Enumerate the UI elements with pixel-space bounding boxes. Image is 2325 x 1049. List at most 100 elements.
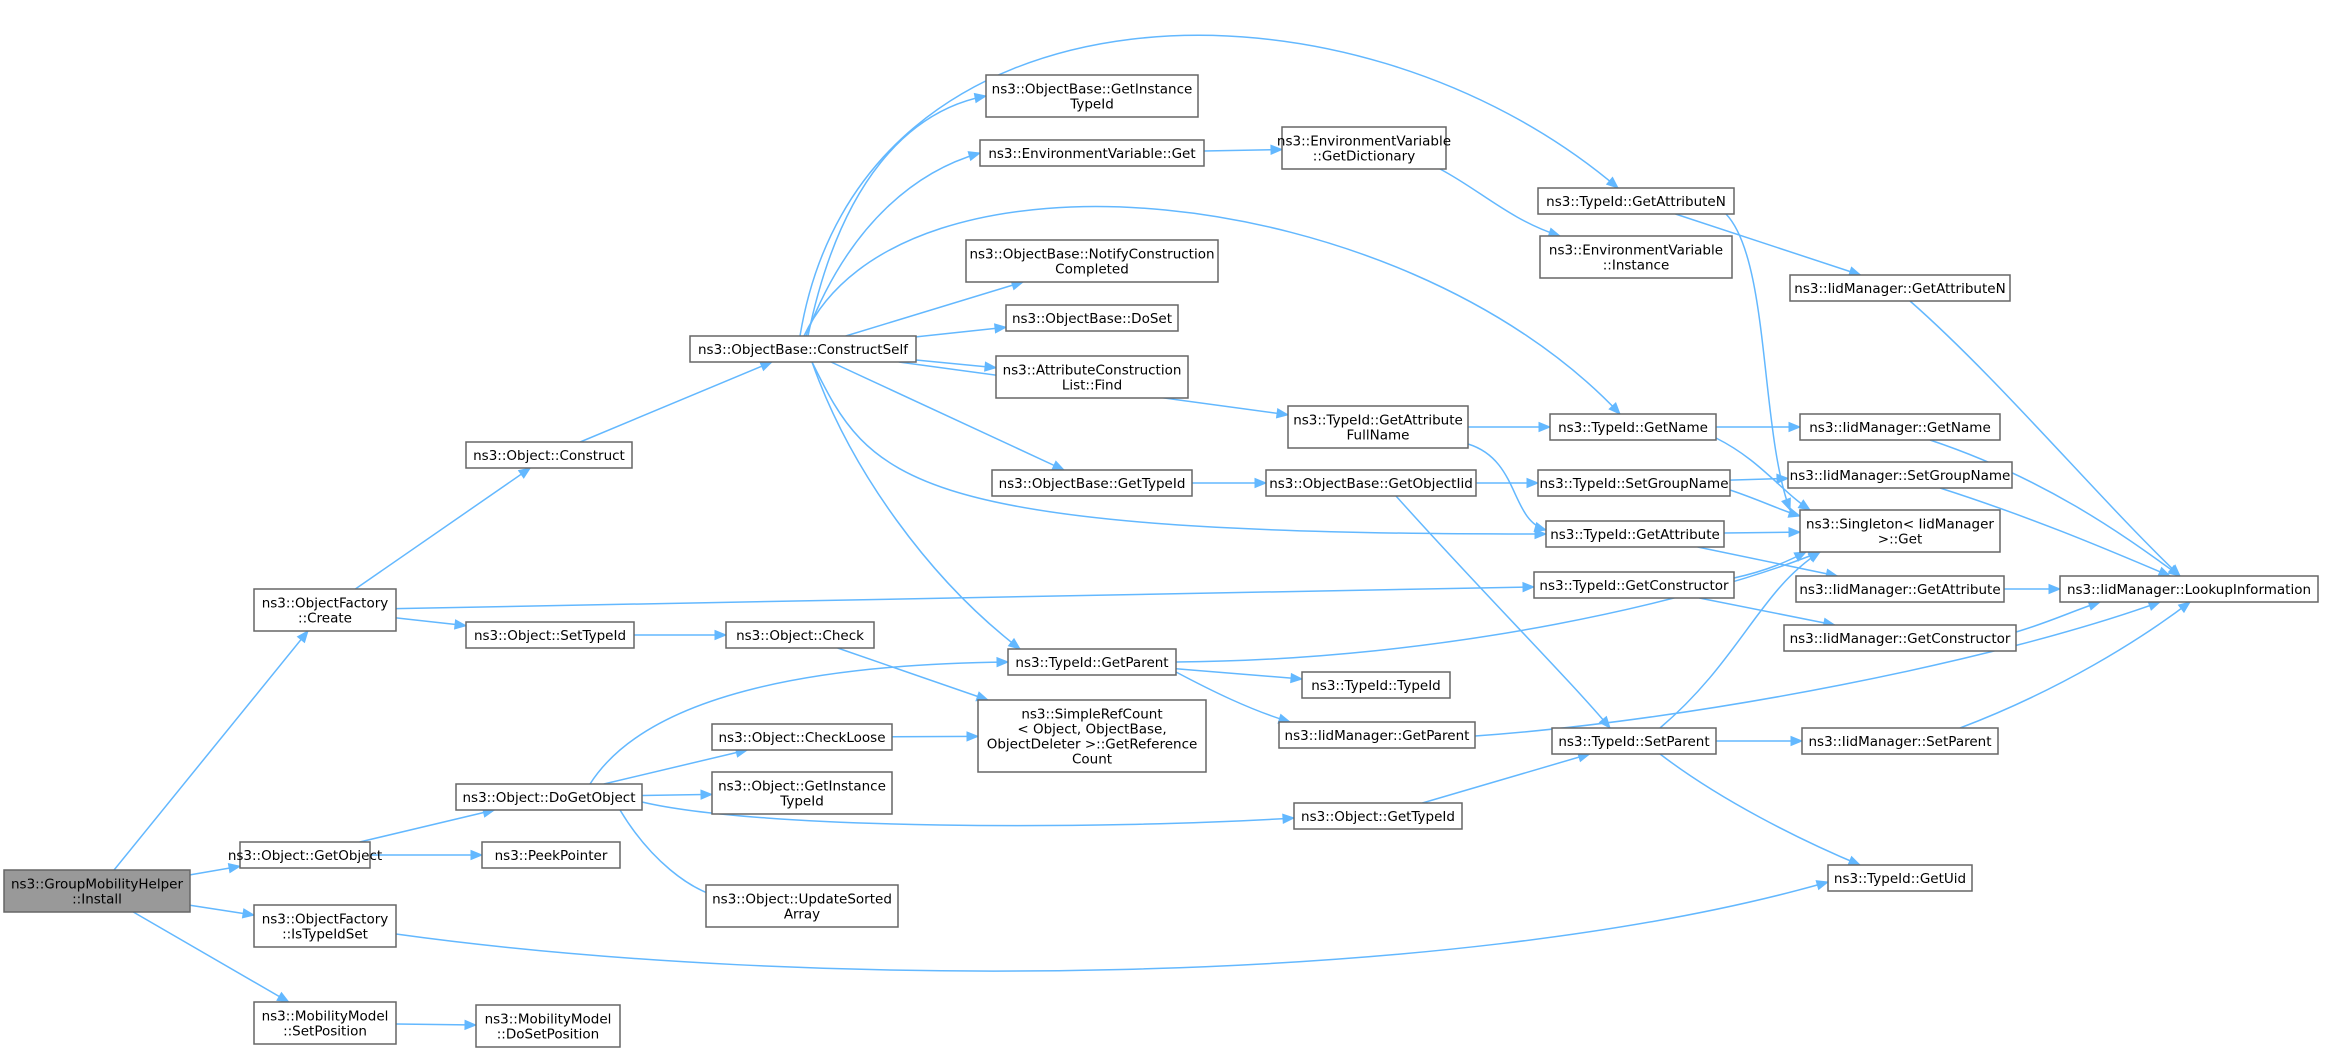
node-label: ::SetPosition	[283, 1024, 367, 1040]
edge-iid_getconstructor-to-lookupinformation	[2015, 600, 2102, 633]
node-dosetposition[interactable]: ns3::MobilityModel::DoSetPosition	[475, 1004, 621, 1048]
node-obj_gettypeid[interactable]: ns3::Object::GetTypeId	[1293, 802, 1463, 830]
node-label: ns3::AttributeConstruction	[1003, 363, 1182, 379]
node-label: ns3::EnvironmentVariable	[1549, 243, 1723, 259]
node-box	[1005, 304, 1179, 332]
arrowhead-icon	[1787, 507, 1802, 518]
node-label: ns3::TypeId::TypeId	[1311, 678, 1441, 694]
node-ob_gettypeid[interactable]: ns3::ObjectBase::GetTypeId	[991, 469, 1193, 497]
edges	[113, 34, 2192, 1031]
edge-line	[395, 586, 1535, 610]
edge-line	[589, 661, 1009, 785]
node-lookupinformation[interactable]: ns3::IidManager::LookupInformation	[2059, 575, 2319, 603]
node-setgroupname[interactable]: ns3::TypeId::SetGroupName	[1537, 469, 1731, 497]
node-label: ns3::Object::GetTypeId	[1301, 809, 1455, 825]
node-peekpointer[interactable]: ns3::PeekPointer	[481, 841, 621, 869]
node-getobjectiid[interactable]: ns3::ObjectBase::GetObjectIid	[1265, 469, 1477, 497]
arrowhead-icon	[1282, 813, 1296, 824]
node-getobject[interactable]: ns3::Object::GetObject	[228, 841, 382, 869]
edge-line	[915, 326, 1007, 338]
node-iid_setgroupname[interactable]: ns3::IidManager::SetGroupName	[1787, 461, 2013, 489]
node-box	[1795, 575, 2005, 603]
node-envget[interactable]: ns3::EnvironmentVariable::Get	[979, 139, 1205, 167]
arrowhead-icon	[966, 731, 980, 742]
node-getattributen[interactable]: ns3::TypeId::GetAttributeN	[1537, 187, 1735, 215]
node-istypeidset[interactable]: ns3::ObjectFactory::IsTypeIdSet	[253, 904, 397, 948]
node-iid_setparent[interactable]: ns3::IidManager::SetParent	[1801, 727, 1999, 755]
arrowhead-icon	[1522, 581, 1536, 593]
node-install[interactable]: ns3::GroupMobilityHelper::Install	[3, 869, 191, 913]
node-dogetobject[interactable]: ns3::Object::DoGetObject	[455, 783, 643, 811]
node-iid_getconstructor[interactable]: ns3::IidManager::GetConstructor	[1783, 624, 2017, 652]
node-simplerefcount[interactable]: ns3::SimpleRefCount< Object, ObjectBase,…	[977, 699, 1207, 773]
node-label: ns3::IidManager::SetParent	[1809, 734, 1992, 750]
edge-install-to-setposition	[132, 911, 290, 1003]
node-box	[455, 783, 643, 811]
node-box	[465, 441, 633, 469]
node-box	[1007, 648, 1177, 676]
arrowhead-icon	[1788, 421, 1802, 433]
edge-getattributen-to-singleton_get	[1725, 213, 1791, 512]
node-iid_getattributen[interactable]: ns3::IidManager::GetAttributeN	[1789, 274, 2011, 302]
node-label: ns3::IidManager::SetGroupName	[1790, 468, 2011, 484]
node-label: Array	[784, 907, 820, 923]
arrowhead-icon	[1608, 402, 1621, 415]
arrowhead-icon	[1807, 551, 1822, 563]
edge-create-to-settypeid	[395, 617, 468, 630]
node-create[interactable]: ns3::ObjectFactory::Create	[253, 588, 397, 632]
node-getdictionary[interactable]: ns3::EnvironmentVariable::GetDictionary	[1277, 126, 1451, 170]
node-check[interactable]: ns3::Object::Check	[725, 621, 875, 649]
node-box	[1549, 413, 1717, 441]
edge-getattributefullname-to-getattribute	[1467, 443, 1548, 532]
node-label: ns3::GroupMobilityHelper	[11, 877, 183, 893]
node-iid_getname[interactable]: ns3::IidManager::GetName	[1799, 413, 2001, 441]
arrowhead-icon	[1797, 499, 1812, 511]
edge-envget-to-getdictionary	[1203, 144, 1284, 155]
edge-line	[1467, 443, 1547, 531]
node-box	[1799, 413, 2001, 441]
arrowhead-icon	[1533, 521, 1548, 532]
node-getconstructor[interactable]: ns3::TypeId::GetConstructor	[1533, 571, 1735, 599]
arrowhead-icon	[1007, 637, 1022, 650]
node-getname[interactable]: ns3::TypeId::GetName	[1549, 413, 1717, 441]
node-label: ns3::TypeId::GetParent	[1015, 655, 1168, 671]
edge-line	[395, 1023, 477, 1026]
edge-settypeid-to-check	[634, 629, 728, 641]
node-getuid[interactable]: ns3::TypeId::GetUid	[1827, 864, 1973, 892]
edge-setparent-to-singleton_get	[1659, 551, 1822, 729]
node-setposition[interactable]: ns3::MobilityModel::SetPosition	[253, 1001, 397, 1045]
node-label: ns3::IidManager::GetParent	[1285, 728, 1470, 744]
edge-line	[1659, 753, 1861, 866]
node-label: ns3::ObjectFactory	[262, 912, 389, 928]
edge-getattributefullname-to-getname	[1468, 421, 1552, 433]
node-construct[interactable]: ns3::Object::Construct	[465, 441, 633, 469]
node-notifyconstruction[interactable]: ns3::ObjectBase::NotifyConstructionCompl…	[965, 239, 1219, 283]
node-singleton_get[interactable]: ns3::Singleton< IidManager>::Get	[1799, 509, 2001, 553]
node-getparent[interactable]: ns3::TypeId::GetParent	[1007, 648, 1177, 676]
node-iid_getattribute[interactable]: ns3::IidManager::GetAttribute	[1795, 575, 2005, 603]
node-setparent[interactable]: ns3::TypeId::SetParent	[1551, 727, 1717, 755]
node-envinstance[interactable]: ns3::EnvironmentVariable::Instance	[1539, 235, 1733, 279]
node-doset[interactable]: ns3::ObjectBase::DoSet	[1005, 304, 1179, 332]
node-typeid_typeid[interactable]: ns3::TypeId::TypeId	[1301, 671, 1451, 699]
arrowhead-icon	[2048, 583, 2062, 595]
node-settypeid[interactable]: ns3::Object::SetTypeId	[465, 621, 635, 649]
edge-checkloose-to-simplerefcount	[891, 731, 980, 742]
edge-obj_gettypeid-to-setparent	[1422, 752, 1591, 804]
node-checkloose[interactable]: ns3::Object::CheckLoose	[711, 723, 893, 751]
node-label: ns3::PeekPointer	[495, 848, 608, 864]
node-constructself[interactable]: ns3::ObjectBase::ConstructSelf	[689, 335, 917, 363]
edge-constructself-to-getname	[803, 205, 1621, 415]
node-box	[711, 723, 893, 751]
edge-install-to-getobject	[189, 863, 242, 876]
node-box	[1533, 571, 1735, 599]
nodes: ns3::GroupMobilityHelper::Installns3::Ob…	[3, 74, 2319, 1048]
node-getattribute[interactable]: ns3::TypeId::GetAttribute	[1545, 520, 1725, 548]
node-label: ns3::TypeId::SetGroupName	[1539, 476, 1728, 492]
node-iid_getparent[interactable]: ns3::IidManager::GetParent	[1278, 721, 1476, 749]
